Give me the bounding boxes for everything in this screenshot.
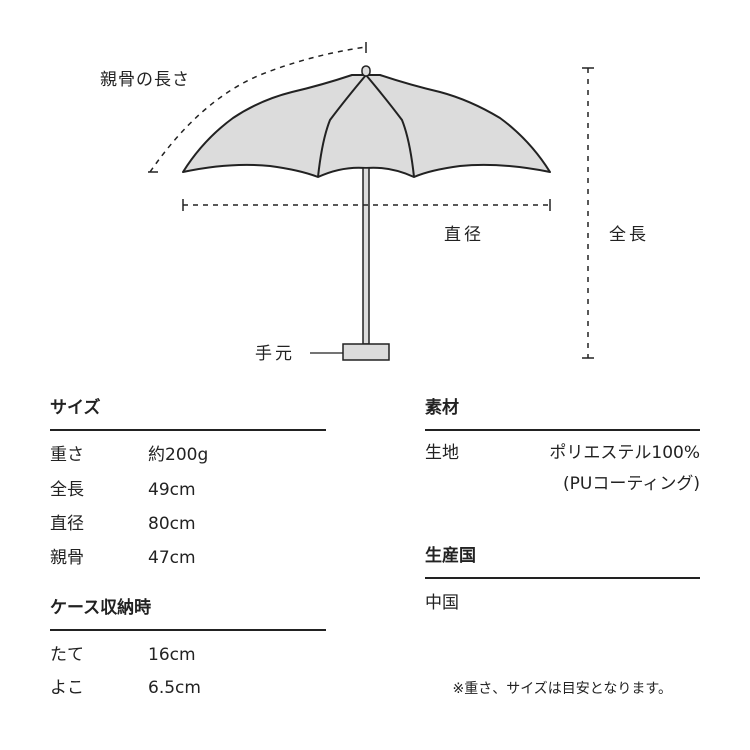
umbrella-canopy — [182, 74, 551, 178]
total-length-label: 全長 — [609, 225, 649, 245]
case-heading: ケース収納時 — [50, 598, 152, 618]
size-label: 親骨 — [50, 548, 84, 568]
umbrella-shaft — [362, 167, 370, 345]
umbrella-diagram — [148, 42, 594, 361]
handle-label: 手元 — [255, 344, 295, 364]
material-label: 生地 — [425, 443, 459, 463]
case-value: 6.5cm — [148, 678, 201, 698]
umbrella-tip — [361, 65, 371, 77]
case-value: 16cm — [148, 645, 196, 665]
material-value-note: (PUコーティング) — [563, 474, 700, 494]
size-value: 49cm — [148, 480, 196, 500]
size-heading: サイズ — [50, 398, 101, 418]
case-label: たて — [50, 645, 84, 665]
umbrella-rib — [317, 74, 367, 178]
size-label: 重さ — [50, 445, 84, 465]
divider — [425, 577, 700, 579]
divider — [50, 629, 326, 631]
disclaimer-note: ※重さ、サイズは目安となります。 — [452, 681, 673, 697]
material-heading: 素材 — [425, 398, 459, 418]
case-label: よこ — [50, 678, 84, 698]
size-value: 47cm — [148, 548, 196, 568]
rib-length-label: 親骨の長さ — [100, 70, 190, 90]
origin-heading: 生産国 — [425, 546, 476, 566]
divider — [50, 429, 326, 431]
rib-length-dimension — [149, 46, 367, 173]
size-value: 80cm — [148, 514, 196, 534]
size-label: 全長 — [50, 480, 84, 500]
material-value: ポリエステル100% — [549, 443, 700, 463]
origin-value: 中国 — [425, 593, 459, 613]
umbrella-rib — [365, 74, 415, 178]
diameter-label: 直径 — [444, 225, 484, 245]
size-value: 約200g — [148, 445, 209, 465]
size-label: 直径 — [50, 514, 84, 534]
divider — [425, 429, 700, 431]
umbrella-handle — [342, 343, 390, 361]
